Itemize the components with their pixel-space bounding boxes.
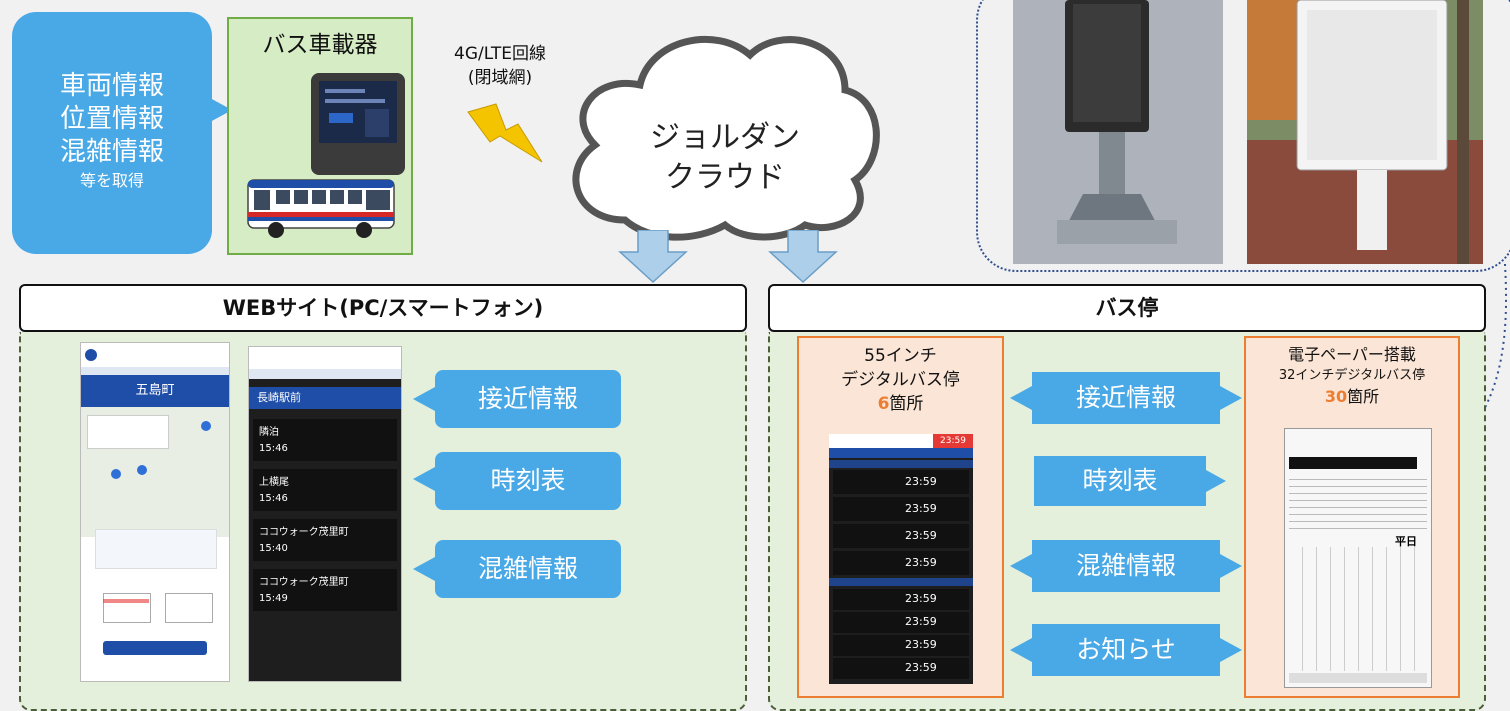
arrow-down-busstop-icon [768,230,838,284]
callout-line-etc: 等を取得 [79,171,144,190]
phone-row-1: 隣泊 15:46 [253,419,397,461]
cloud-line-1: ジョルダン [650,120,800,155]
phone-row-time: 15:46 [259,493,288,504]
network-label: 4G/LTE回線 (閉域網) [440,42,560,90]
callout-line-vehicle: 車両情報 [59,71,164,101]
cloud-line-2: クラウド [665,160,785,195]
phone-row-time: 15:49 [259,593,288,604]
pill-pointer [413,467,435,491]
busstop-pill-congestion-shape [1010,540,1242,592]
phone-row-stop: ココウォーク茂里町 [259,527,349,538]
phone-row-3: ココウォーク茂里町 15:40 [253,519,397,561]
busstop-pill-notice: お知らせ [1076,635,1176,664]
epaper-busstop-photo [1247,0,1483,264]
lightning-icon [467,103,543,163]
digital-55-line2: デジタルバス停 [841,370,960,390]
pill-pointer [413,387,435,411]
phone-row-stop: 隣泊 [259,427,279,438]
network-line-1: 4G/LTE回線 [454,44,546,64]
phone-row-2: 上横尾 15:46 [253,469,397,511]
signage-row: 23:59 [833,551,969,575]
digital-55-count-line: 6箇所 [799,392,1002,416]
signage-row: 23:59 [833,497,969,521]
signage-row: 23:59 [833,612,969,633]
phone-row-4: ココウォーク茂里町 15:49 [253,569,397,611]
signage-clock: 23:59 [933,434,973,448]
signage-row-time: 23:59 [905,529,937,542]
phone-right-screenshot: 長崎駅前 隣泊 15:46 上横尾 15:46 ココウォーク茂里町 15:40 … [248,346,402,682]
onboard-device-image [311,73,405,175]
busstop-pill-approach: 接近情報 [1075,383,1176,412]
signage-row-time: 23:59 [905,475,937,488]
signage-row-time: 23:59 [905,592,937,605]
digital-55-count: 6 [877,394,890,414]
busstop-pill-congestion: 混雑情報 [1075,551,1176,580]
web-pill-congestion: 混雑情報 [435,540,621,598]
phone-row-time: 15:46 [259,443,288,454]
web-pill-approach: 接近情報 [435,370,621,428]
busstop-pill-timetable-shape [1034,456,1226,506]
cloud-label: ジョルダン クラウド [640,118,810,198]
phone-right-title: 長崎駅前 [249,387,401,409]
busstop-pill-timetable: 時刻表 [1082,466,1158,495]
epaper-count: 30 [1324,387,1348,406]
busstop-pill-notice-shape [1010,624,1242,676]
signage-row: 23:59 [833,470,969,494]
phone-row-stop: ココウォーク茂里町 [259,577,349,588]
signage-row-time: 23:59 [905,638,937,651]
arrow-down-web-icon [618,230,688,284]
epaper-suffix: 箇所 [1347,387,1380,406]
callout-pointer [210,98,232,122]
phone-row-stop: 上横尾 [259,477,289,488]
signage-row: 23:59 [833,635,969,656]
signage-row-time: 23:59 [905,502,937,515]
busstop-header: バス停 [768,284,1486,332]
web-pill-timetable: 時刻表 [435,452,621,510]
data-acquisition-callout: 車両情報 位置情報 混雑情報 等を取得 [12,12,212,254]
cloud-icon [572,36,880,241]
epaper-day-label: 平日 [1395,535,1417,548]
network-line-2: (閉域網) [467,68,533,88]
epaper-line1: 電子ペーパー搭載 [1288,345,1416,364]
signage-row-time: 23:59 [905,661,937,674]
digital-55-line1: 55インチ [864,346,937,366]
onboard-title: バス車載器 [262,32,378,58]
pill-pointer [413,557,435,581]
signage-row: 23:59 [833,524,969,548]
digital-busstop-55-box: 55インチ デジタルバス停 6箇所 23:59 23:59 23:59 23:5… [797,336,1004,698]
bus-icon [247,179,395,238]
epaper-line2: 32インチデジタルバス停 [1278,368,1426,383]
phone-left-screenshot: 五島町 [80,342,230,682]
digital-signage-screen: 23:59 23:59 23:59 23:59 23:59 23:59 23:5… [829,434,973,684]
epaper-screen: 平日 [1284,428,1432,688]
epaper-busstop-32-box: 電子ペーパー搭載 32インチデジタルバス停 30箇所 平日 [1244,336,1460,698]
busstop-pill-approach-shape [1010,372,1242,424]
epaper-count-line: 30箇所 [1246,386,1458,408]
onboard-device-screen [319,81,397,143]
signage-row-time: 23:59 [905,615,937,628]
photo-frame [976,0,1510,272]
signage-row: 23:59 [833,589,969,610]
web-header: WEBサイト(PC/スマートフォン) [19,284,747,332]
onboard-unit-box: バス車載器 [227,17,413,255]
signage-row-time: 23:59 [905,556,937,569]
digital-55-suffix: 箇所 [889,394,924,414]
callout-line-position: 位置情報 [59,104,164,134]
phone-left-title: 五島町 [81,375,229,407]
phone-row-time: 15:40 [259,543,288,554]
digital-signage-stand-image [1013,0,1223,264]
signage-row: 23:59 [833,658,969,679]
callout-line-congestion: 混雑情報 [59,137,164,167]
